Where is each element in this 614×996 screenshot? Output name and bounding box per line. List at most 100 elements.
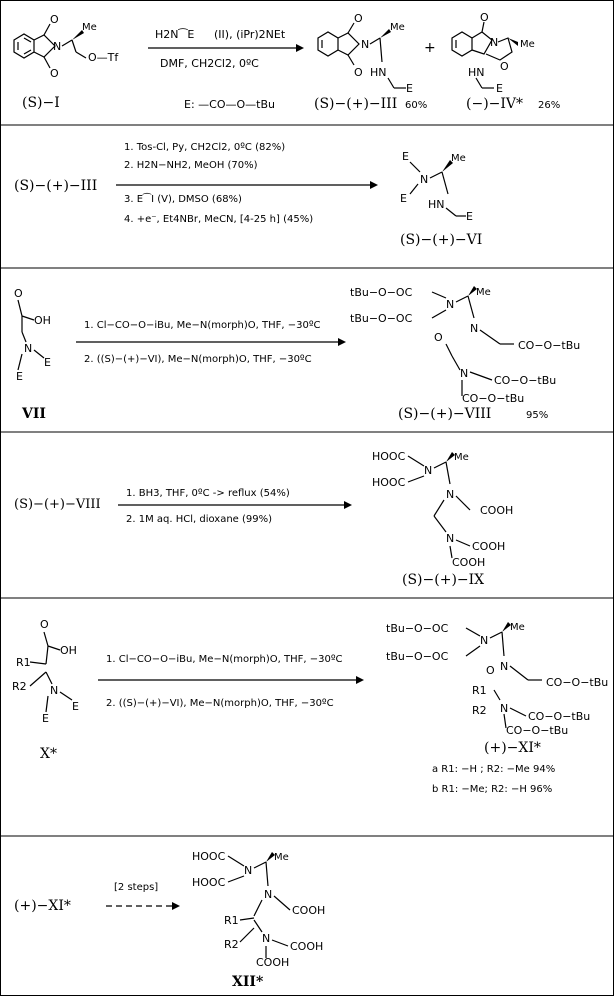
atom-O: O — [40, 618, 49, 631]
bond — [71, 39, 77, 53]
acid-group: COOH — [290, 940, 323, 953]
wedge-bond — [266, 852, 275, 862]
atom-N: N — [446, 298, 454, 311]
yield: 60% — [405, 100, 427, 111]
ester-E: E — [16, 370, 23, 383]
reaction-arrow-3: 1. Cl−CO−O−iBu, Me−N(morph)O, THF, −30ºC… — [76, 320, 346, 365]
bond — [379, 37, 383, 63]
atom-N: N — [460, 367, 468, 380]
compound-S-III: O N O Me HN E (S)−(+)−III 60% — [314, 12, 427, 112]
atom-N: N — [420, 173, 428, 186]
bond — [59, 691, 73, 701]
carbonyl-bond — [43, 23, 51, 36]
ring-double-bond — [23, 49, 32, 55]
bond — [445, 207, 457, 217]
compound-label: VII — [21, 406, 46, 422]
reagent-above: (II), (iPr)2NEt — [214, 28, 286, 41]
bond — [29, 671, 47, 687]
variant-b: b R1: −Me; R2: −H 96% — [432, 784, 552, 795]
bond — [451, 355, 461, 371]
ester-legend: E: —CO—O—tBu — [184, 98, 275, 111]
arrow-head — [338, 338, 346, 346]
arrow-head — [172, 902, 180, 910]
substituent-R2: R2 — [12, 680, 27, 693]
atom-O: O — [14, 287, 23, 300]
atom-O: O — [50, 13, 59, 26]
wedge-bond — [442, 160, 453, 172]
hydroxyl: OH — [34, 314, 51, 327]
acid-group: HOOC — [372, 450, 406, 463]
bond — [433, 499, 445, 517]
bond — [265, 861, 269, 887]
atom-O: O — [354, 66, 363, 79]
acid-group: HOOC — [192, 850, 226, 863]
bond — [33, 349, 45, 359]
atom-N: N — [262, 932, 270, 945]
atom-N: N — [264, 888, 272, 901]
acid-group: HOOC — [192, 876, 226, 889]
wedge-bond — [380, 29, 391, 38]
substituent-R1: R1 — [224, 914, 239, 927]
atom-N: N — [24, 342, 32, 355]
ester-E: E — [44, 356, 51, 369]
methyl-label: Me — [454, 452, 469, 463]
atom-N: N — [50, 684, 58, 697]
atom-N: N — [424, 464, 432, 477]
bond — [429, 171, 443, 179]
bond — [467, 295, 475, 319]
atom-N: N — [480, 634, 488, 647]
bond — [509, 665, 529, 681]
ester-group: CO−O−tBu — [506, 724, 568, 737]
carbonyl-bond — [43, 56, 51, 69]
bond — [387, 77, 395, 89]
bond — [227, 875, 245, 883]
bond — [61, 39, 73, 47]
benzene-ring — [317, 31, 339, 57]
reaction-arrow-6: [2 steps] — [106, 882, 180, 910]
acid-group: COOH — [292, 904, 325, 917]
bond — [469, 371, 493, 381]
bond — [445, 461, 451, 485]
compound-label: X* — [40, 746, 57, 762]
wedge-bond — [72, 30, 84, 40]
bond — [47, 645, 61, 651]
lactam-ring — [471, 31, 493, 55]
plus-sign: + — [424, 40, 436, 56]
bond — [45, 695, 49, 713]
ester-E: E — [400, 192, 407, 205]
bond — [431, 309, 447, 319]
reagent-below: DMF, CH2Cl2, 0ºC — [160, 57, 259, 70]
bond — [17, 353, 23, 371]
compound-label: (−)−IV* — [466, 96, 523, 112]
bond — [407, 455, 425, 467]
compound-label: (S)−(+)−VIII — [14, 497, 101, 512]
carbonyl-bond — [347, 54, 355, 66]
compound-IV: O N Me O HN E (−)−IV* 26% — [451, 11, 560, 112]
bond — [509, 707, 527, 717]
substituent-R2: R2 — [472, 704, 487, 717]
methyl-label: Me — [274, 852, 289, 863]
bond — [239, 927, 255, 943]
atom-O: O — [434, 331, 443, 344]
hydroxyl: OH — [60, 644, 77, 657]
methyl-label: Me — [390, 22, 405, 33]
bond — [503, 713, 507, 729]
compound-label: (S)−(+)−III — [314, 96, 397, 112]
yield: 95% — [526, 410, 548, 421]
atom-N: N — [500, 660, 508, 673]
ester-E: E — [406, 82, 413, 95]
carbonyl-bond — [481, 21, 485, 33]
ester-group: CO−O−tBu — [462, 392, 524, 405]
bond — [21, 315, 35, 321]
benzene-ring — [13, 33, 35, 59]
compound-label: (+)−XI* — [484, 740, 541, 756]
acid-group: HOOC — [372, 476, 406, 489]
step-text: 2. ((S)−(+)−VI), Me−N(morph)O, THF, −30º… — [84, 354, 312, 365]
ester-group: CO−O−tBu — [494, 374, 556, 387]
bond — [465, 627, 481, 637]
variant-a: a R1: −H ; R2: −Me 94% — [432, 764, 555, 775]
acid-group: COOH — [472, 540, 505, 553]
bond — [445, 343, 453, 357]
methyl-label: Me — [520, 39, 535, 50]
